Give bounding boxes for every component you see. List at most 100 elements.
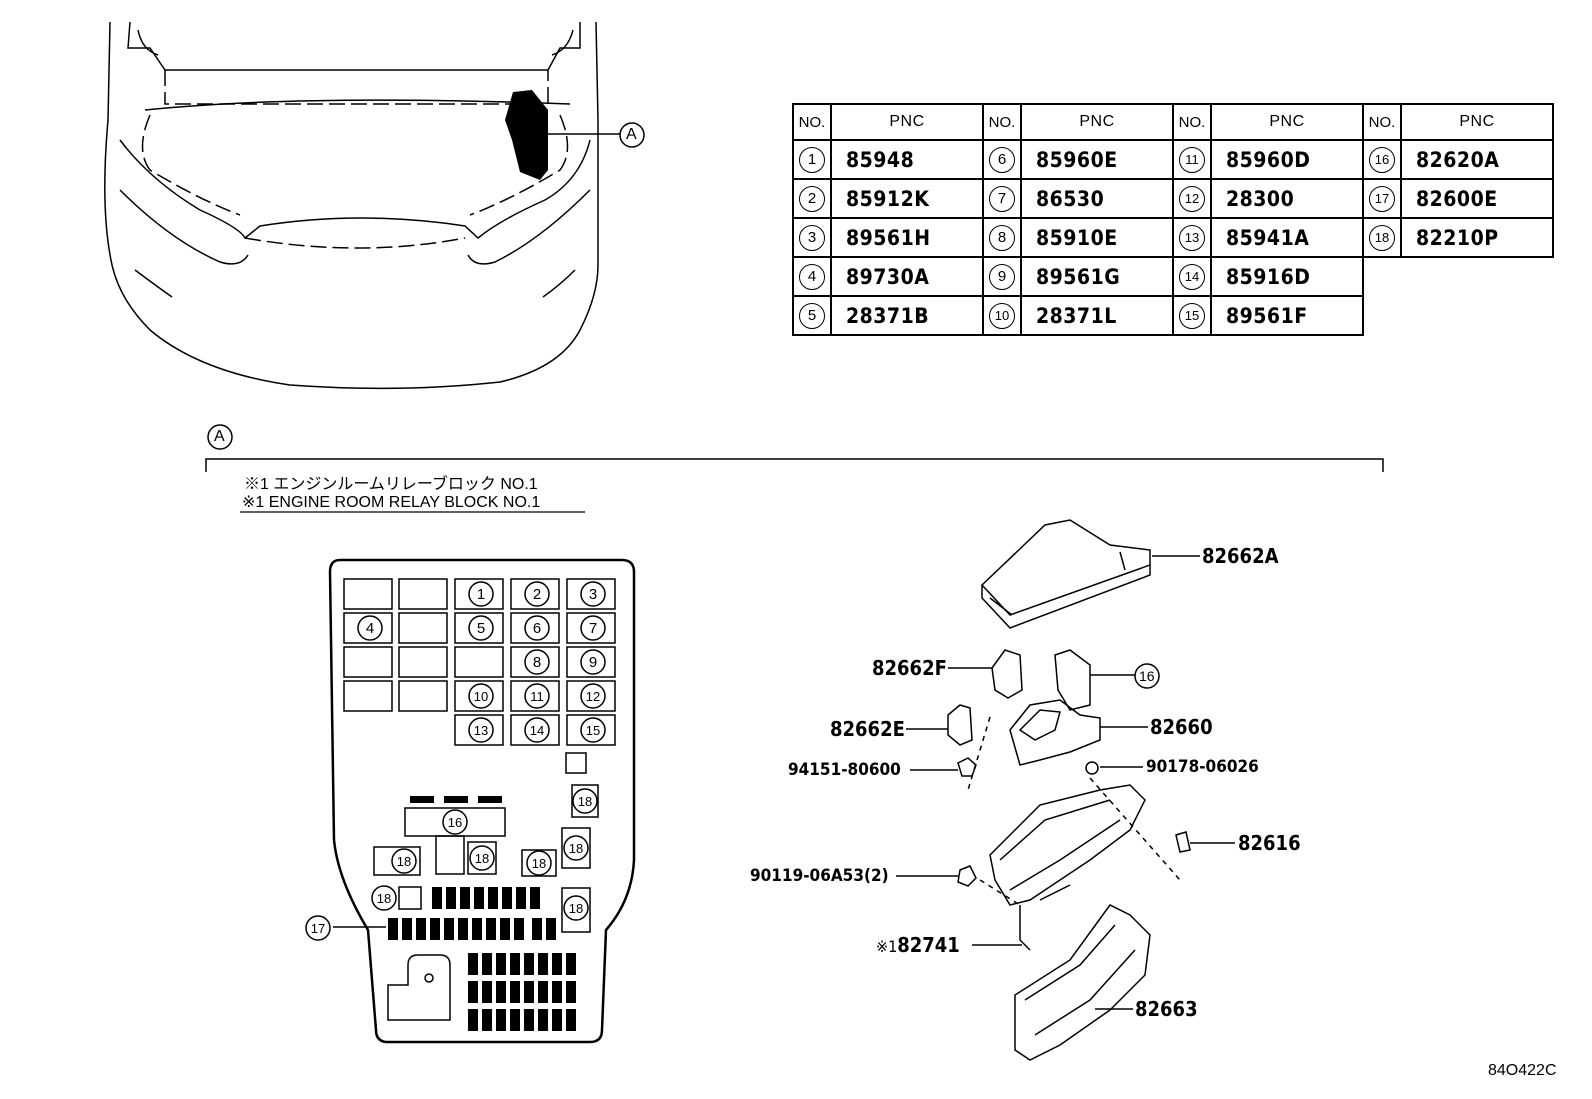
svg-text:11: 11 (530, 689, 544, 704)
blade-fuse (474, 887, 484, 909)
bolt-90119-part (896, 865, 1021, 906)
item-number-circle: 9 (989, 263, 1015, 290)
svg-text:18: 18 (377, 891, 391, 906)
fuse-slot (398, 646, 448, 678)
blade-fuse (538, 981, 548, 1003)
svg-text:10: 10 (474, 689, 488, 704)
callout-16: 16 (1139, 668, 1155, 684)
svg-text:2: 2 (533, 586, 541, 603)
pnc-cell: 89561H (830, 217, 984, 258)
relay-block-location-marker (505, 90, 548, 180)
pnc-cell: 85960D (1210, 139, 1364, 180)
blade-fuse (478, 796, 502, 803)
blade-fuse (432, 887, 442, 909)
fuse-slot (510, 612, 560, 644)
location-marker-label: A (626, 126, 637, 143)
header-pnc: PNC (1020, 103, 1174, 141)
blade-fuse (488, 887, 498, 909)
blade-fuse (524, 1009, 534, 1031)
pnc-cell: 86530 (1020, 178, 1174, 219)
item-number-circle: 15 (1179, 302, 1205, 329)
blade-fuse (468, 1009, 478, 1031)
cover-82662a-part (980, 519, 1200, 629)
fuse-number-2: 2 (524, 581, 550, 607)
fuse-slot (454, 646, 504, 678)
blade-fuse (468, 981, 478, 1003)
blade-fuse (482, 981, 492, 1003)
fuse-number-6: 6 (524, 615, 550, 641)
part-label-90178-06026: 90178-06026 (1146, 757, 1259, 777)
no-cell: 11 (1172, 139, 1212, 180)
empty-cell (1401, 296, 1553, 335)
blade-fuse (538, 953, 548, 975)
blade-fuse (502, 887, 512, 909)
pnc-cell: 85960E (1020, 139, 1174, 180)
fuse-slot (398, 578, 448, 610)
blade-fuse (482, 1009, 492, 1031)
svg-text:18: 18 (569, 901, 583, 916)
fuse-slot (454, 578, 504, 610)
blade-fuse (496, 1009, 506, 1031)
pnc-cell: 85910E (1020, 217, 1174, 258)
fuse-slot (565, 752, 587, 774)
fuse-number-8: 8 (524, 649, 550, 675)
item-number-circle: 6 (989, 146, 1015, 173)
header-no: NO. (982, 103, 1022, 141)
bracket-82662e-part (906, 704, 973, 746)
blade-fuse (524, 953, 534, 975)
fuse-number-7: 7 (580, 615, 606, 641)
empty-cell (1401, 257, 1553, 296)
part-label-82663: 82663 (1135, 997, 1198, 1021)
blade-fuse (410, 796, 434, 803)
fuse-number-18: 18 (391, 848, 417, 874)
no-cell: 7 (982, 178, 1022, 219)
pnc-cell: 28371L (1020, 295, 1174, 336)
blade-fuse (416, 918, 426, 940)
item-number-circle: 18 (1369, 224, 1395, 251)
fuse-number-11: 11 (524, 683, 550, 709)
fuse-number-15: 15 (580, 717, 606, 743)
no-cell: 10 (982, 295, 1022, 336)
svg-text:15: 15 (586, 723, 600, 738)
fuse-number-18: 18 (563, 895, 589, 921)
blade-fuse (566, 981, 576, 1003)
fuse-slot (510, 714, 560, 746)
fuse-slot (510, 578, 560, 610)
pnc-cell: 85916D (1210, 256, 1364, 297)
no-cell: 14 (1172, 256, 1212, 297)
nut-90178-part (1085, 761, 1181, 881)
svg-text:7: 7 (589, 620, 597, 637)
pnc-cell: 28371B (830, 295, 984, 336)
svg-text:14: 14 (530, 723, 544, 738)
pnc-cell: 85941A (1210, 217, 1364, 258)
item-number-circle: 8 (989, 224, 1015, 251)
svg-text:9: 9 (589, 654, 597, 671)
blade-fuse (388, 918, 398, 940)
pnc-cell: 85912K (830, 178, 984, 219)
blade-fuse (566, 953, 576, 975)
item-number-circle: 7 (989, 185, 1015, 212)
fuse-number-18: 18 (572, 788, 598, 814)
fuse-slot (454, 612, 504, 644)
no-cell: 12 (1172, 178, 1212, 219)
pnc-cell: 82620A (1400, 139, 1554, 180)
bolt-94151-part (910, 716, 991, 791)
fuse-slot (566, 714, 616, 746)
fuse-slot (454, 714, 504, 746)
item-number-circle: 13 (1179, 224, 1205, 251)
item-number-circle: 10 (989, 302, 1015, 329)
pnc-cell: 28300 (1210, 178, 1364, 219)
blade-fuse (532, 918, 542, 940)
no-cell: 6 (982, 139, 1022, 180)
blade-fuse (510, 953, 520, 975)
svg-text:18: 18 (569, 841, 583, 856)
fuse-slot (566, 646, 616, 678)
fuse-slot (343, 680, 393, 712)
no-cell: 17 (1362, 178, 1402, 219)
svg-text:1: 1 (477, 586, 485, 603)
